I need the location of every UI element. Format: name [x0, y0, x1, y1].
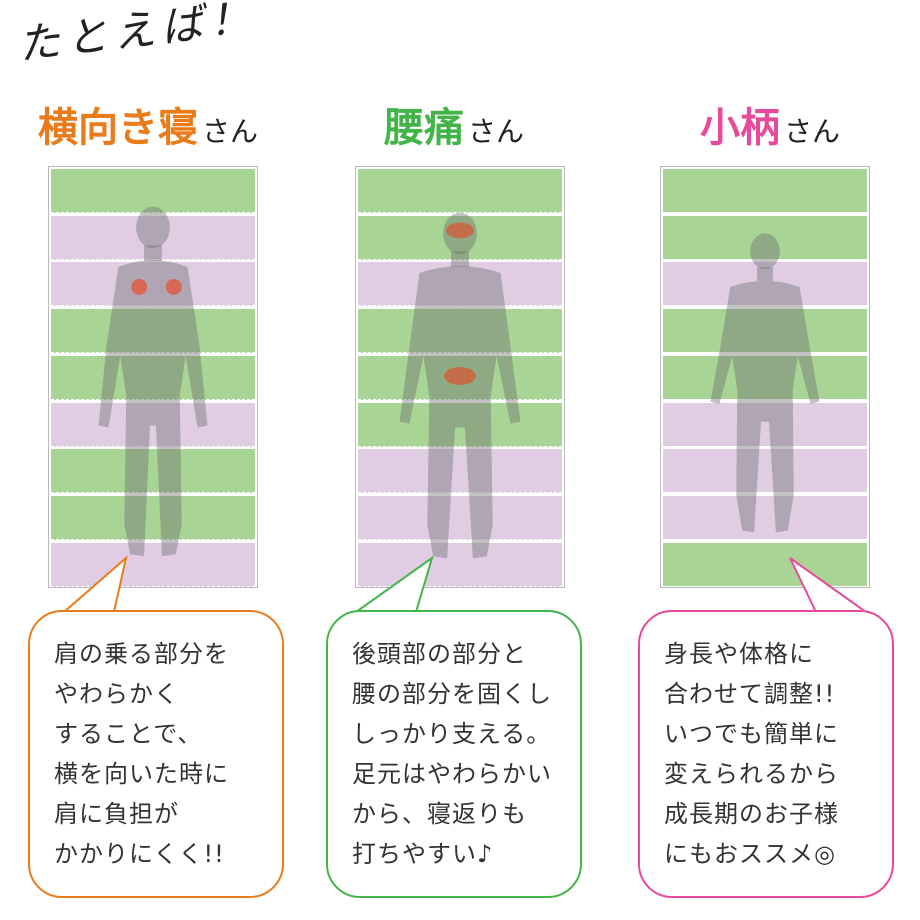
mattress-segment-firm	[358, 169, 562, 213]
mattress-segment-soft	[51, 402, 255, 447]
mattress-segment-firm	[51, 309, 255, 354]
bubble-line: 肩の乗る部分を	[54, 640, 229, 668]
bubble-line: 足元はやわらかい	[352, 760, 552, 788]
mattress-segment-soft	[663, 449, 867, 493]
mattress-segment-firm	[358, 309, 562, 354]
mattress-segment-soft	[663, 262, 867, 306]
mattress-segment-firm	[358, 215, 562, 260]
mattress-segment-soft	[663, 402, 867, 446]
mattress-segment-soft	[358, 262, 562, 307]
mattress-segment-soft	[358, 542, 562, 587]
mattress-segment-firm	[51, 355, 255, 400]
mattress-segment-firm	[51, 449, 255, 494]
case-title-main: 腰痛	[384, 105, 464, 151]
case-title-main: 小柄	[700, 105, 780, 151]
bubble-line: やわらかく	[54, 680, 179, 708]
bubble-line: から、寝返りも	[352, 800, 527, 828]
speech-bubble-tail	[789, 557, 870, 620]
bubble-text: 肩の乗る部分を やわらかく することで、 横を向いた時に 肩に負担が かかりにく…	[54, 634, 272, 874]
bubble-line: 身長や体格に	[664, 640, 814, 668]
case-title-petite: 小柄さん	[700, 100, 840, 160]
case-title-main: 横向き寝	[38, 105, 198, 151]
mattress-segment-firm	[663, 542, 867, 586]
case-title-suffix: さん	[784, 115, 841, 148]
mattress-segment-soft	[663, 495, 867, 539]
bubble-line: 後頭部の部分と	[352, 640, 527, 668]
mattress-segment-soft	[51, 262, 255, 307]
speech-bubble-back-pain: 後頭部の部分と 腰の部分を固くし しっかり支える。 足元はやわらかい から、寝返…	[326, 610, 582, 898]
bubble-line: 打ちやすい♪	[352, 840, 494, 868]
bubble-text: 後頭部の部分と 腰の部分を固くし しっかり支える。 足元はやわらかい から、寝返…	[352, 634, 570, 874]
mattress-segment-firm	[663, 215, 867, 259]
mattress-segment-firm	[358, 355, 562, 400]
mattress-segment-firm	[663, 309, 867, 353]
bubble-line: 腰の部分を固くし	[352, 680, 552, 708]
bubble-line: かかりにくく!!	[54, 840, 225, 868]
mattress-segment-firm	[51, 169, 255, 213]
mattress-segment-firm	[663, 169, 867, 212]
speech-bubble-tail	[352, 555, 434, 620]
bubble-line: 合わせて調整!!	[664, 680, 836, 708]
mattress-segment-soft	[358, 495, 562, 540]
case-title-side-sleeper: 横向き寝さん	[38, 100, 258, 160]
mattress-segment-soft	[51, 542, 255, 587]
mattress-segment-firm	[51, 495, 255, 540]
case-title-suffix: さん	[468, 115, 525, 148]
mattress-segment-soft	[51, 215, 255, 260]
bubble-text: 身長や体格に 合わせて調整!! いつでも簡単に 変えられるから 成長期のお子様 …	[664, 634, 882, 874]
mattress-segment-firm	[358, 402, 562, 447]
bubble-line: にもおススメ◎	[664, 840, 836, 868]
mattress-segment-soft	[358, 449, 562, 494]
mattress-diagram-side-sleeper	[48, 166, 258, 588]
bubble-line: 横を向いた時に	[54, 760, 229, 788]
speech-bubble-tail	[61, 555, 128, 620]
speech-bubble-side-sleeper: 肩の乗る部分を やわらかく することで、 横を向いた時に 肩に負担が かかりにく…	[28, 610, 284, 898]
bubble-line: 肩に負担が	[54, 800, 179, 828]
case-title-suffix: さん	[202, 115, 259, 148]
bubble-line: いつでも簡単に	[664, 720, 839, 748]
bubble-line: することで、	[54, 720, 203, 748]
bubble-line: 変えられるから	[664, 760, 839, 788]
speech-bubble-petite: 身長や体格に 合わせて調整!! いつでも簡単に 変えられるから 成長期のお子様 …	[638, 610, 894, 898]
bubble-line: しっかり支える。	[352, 720, 552, 748]
mattress-diagram-back-pain	[355, 166, 565, 588]
intro-heading: たとえば！	[15, 0, 260, 70]
mattress-diagram-petite	[660, 166, 870, 588]
bubble-line: 成長期のお子様	[664, 800, 839, 828]
mattress-segment-firm	[663, 355, 867, 399]
case-title-back-pain: 腰痛さん	[384, 100, 524, 160]
